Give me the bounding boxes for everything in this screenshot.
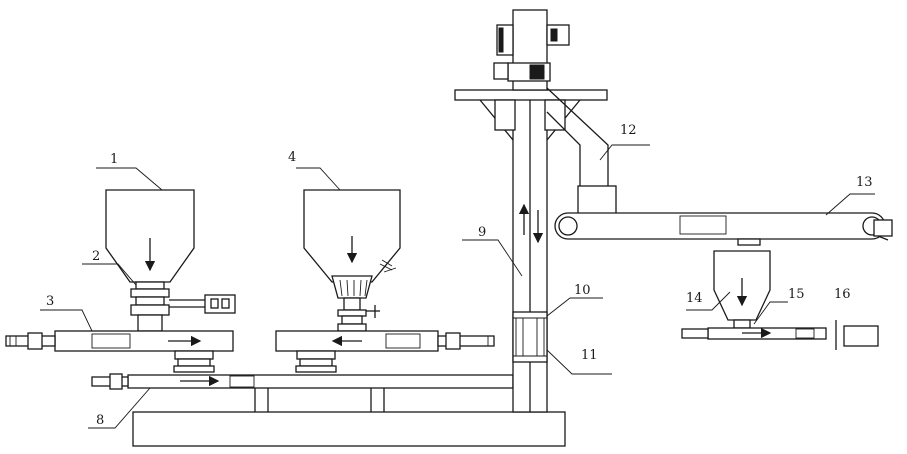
label-10: 10 [574,283,591,298]
unit-16 [843,325,879,347]
label-9: 9 [478,225,486,240]
top-drive-platform [454,9,608,141]
label-15: 15 [788,287,805,302]
label-13: 13 [856,175,873,190]
label-14: 14 [686,291,703,306]
leader-lines [40,144,875,429]
chute-12 [546,87,617,215]
label-16: 16 [834,287,851,302]
label-3: 3 [46,294,54,309]
belt-conveyor-13 [554,212,893,246]
part-labels: 1 2 3 4 8 9 10 11 12 13 14 15 16 [46,123,873,428]
hopper-4 [303,189,401,332]
hopper-1 [105,189,195,283]
screw-conveyor-3 [5,330,234,373]
screw-conveyor-8 [91,373,514,390]
label-2: 2 [92,249,100,264]
support-legs [254,388,385,412]
label-1: 1 [110,152,118,167]
label-12: 12 [620,123,637,138]
label-8: 8 [96,413,104,428]
ground-base [132,411,566,447]
vertical-elevator-9 [512,89,548,413]
screw-conveyor-4 [275,330,495,373]
label-4: 4 [288,150,296,165]
hopper-14 [713,250,771,329]
screw-conveyor-15 [681,320,837,350]
rotary-valve-2 [130,281,236,332]
label-11: 11 [581,348,598,363]
